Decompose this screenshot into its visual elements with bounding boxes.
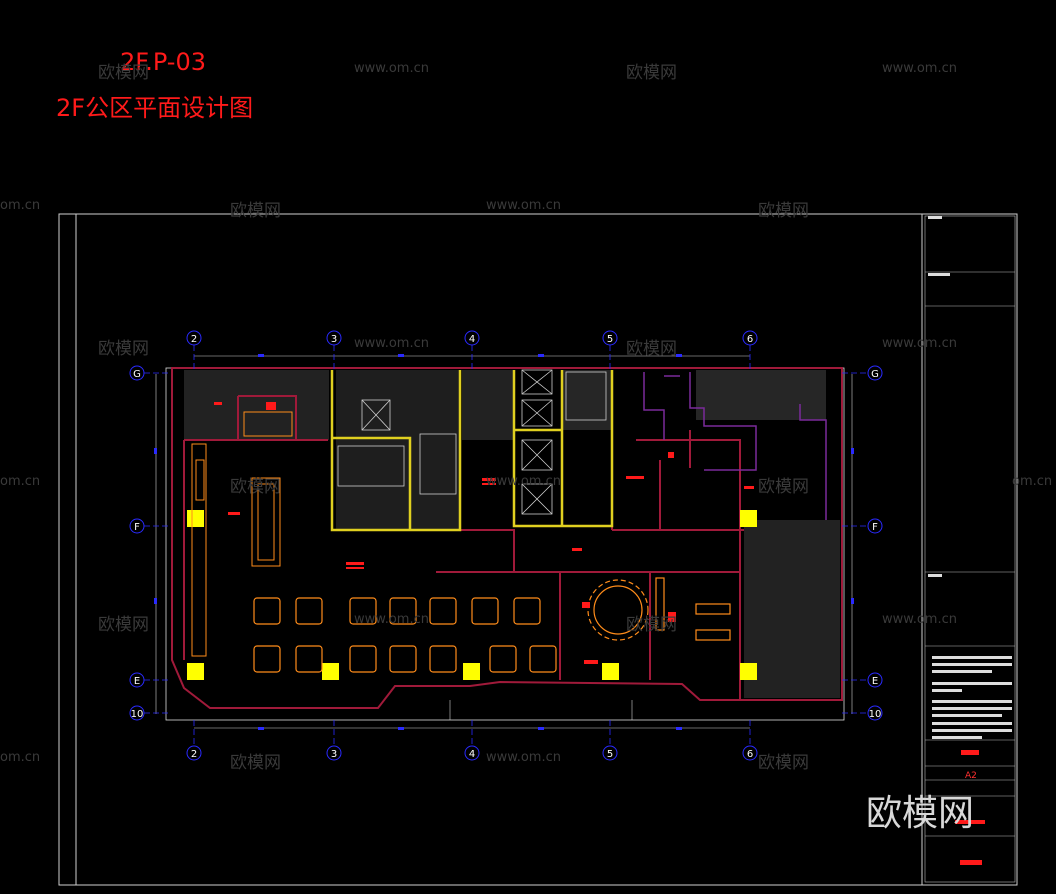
watermark-url: www.om.cn: [354, 61, 429, 76]
grid-lines: [144, 345, 868, 746]
partition-walls: [643, 372, 827, 520]
sheet-border: [58, 213, 1018, 886]
axis-label: 5: [607, 749, 613, 760]
axis-label: 3: [331, 749, 337, 760]
axis-label: G: [871, 369, 879, 380]
watermark-brand: 欧模网: [230, 753, 281, 773]
structural-columns: [187, 510, 757, 680]
axis-label: 4: [469, 334, 475, 345]
table-row: [253, 597, 541, 625]
axis-label: E: [134, 676, 140, 687]
axis-label: 10: [131, 709, 144, 720]
dimension-ticks: [154, 354, 854, 730]
watermark-brand: 欧模网: [626, 339, 677, 359]
watermark-url: www.om.cn: [882, 61, 957, 76]
round-table-chairs: [587, 579, 649, 641]
watermark-url: www.om.cn: [882, 336, 957, 351]
axis-label: 3: [331, 334, 337, 345]
watermark-url: www.om.cn: [486, 474, 561, 489]
drawing-code: 2F.P-03: [120, 48, 206, 76]
watermark-url: www.om.cn: [486, 198, 561, 213]
axis-bubbles-bottom: 2 3 4 5 6: [186, 745, 758, 761]
title-block: A2: [924, 215, 1016, 883]
building-core: [330, 370, 614, 532]
axis-label: G: [133, 369, 141, 380]
axis-bubbles-right: G F E 10: [867, 365, 883, 721]
watermark-brand: 欧模网: [758, 753, 809, 773]
watermark-brand: 欧模网: [758, 201, 809, 221]
axis-label: E: [872, 676, 878, 687]
room-tags: [214, 402, 754, 664]
watermark-url: om.cn: [1012, 474, 1053, 489]
axis-label: 6: [747, 334, 753, 345]
watermark-brand: 欧模网: [98, 339, 149, 359]
axis-label: 2: [191, 334, 197, 345]
axis-bubbles-left: G F E 10: [129, 365, 145, 721]
watermark-url: www.om.cn: [486, 750, 561, 765]
watermark-brand: 欧模网: [626, 615, 677, 635]
kitchen-fixtures: [191, 411, 293, 657]
drawing-title: 2F公区平面设计图: [56, 94, 254, 122]
axis-label: 4: [469, 749, 475, 760]
watermark-url: www.om.cn: [882, 612, 957, 627]
watermark-brand: 欧模网: [98, 615, 149, 635]
watermark-brand: 欧模网: [758, 477, 809, 497]
axis-label: 6: [747, 749, 753, 760]
axis-label: 2: [191, 749, 197, 760]
elevator-shafts: [337, 369, 607, 515]
watermark-brand: 欧模网: [230, 477, 281, 497]
axis-label: 5: [607, 334, 613, 345]
watermark-brand: 欧模网: [98, 63, 149, 83]
sheet-size-label: A2: [965, 771, 977, 781]
watermark-brand: 欧模网: [626, 63, 677, 83]
interior-walls: [183, 395, 744, 700]
axis-bubbles-top: 2 3 4 5 6: [186, 330, 758, 346]
axis-label: F: [872, 522, 878, 533]
table-row: [253, 645, 557, 673]
watermark-url: om.cn: [0, 474, 41, 489]
axis-label: 10: [869, 709, 882, 720]
watermark-url: www.om.cn: [354, 612, 429, 627]
watermark-brand: 欧模网: [230, 201, 281, 221]
axis-label: F: [134, 522, 140, 533]
round-banquet-table: [593, 585, 643, 635]
watermark-url: om.cn: [0, 198, 41, 213]
watermark-url: om.cn: [0, 750, 41, 765]
dining-tables: [253, 577, 731, 673]
watermark-url: www.om.cn: [354, 336, 429, 351]
watermark-logo: 欧模网: [866, 793, 975, 834]
